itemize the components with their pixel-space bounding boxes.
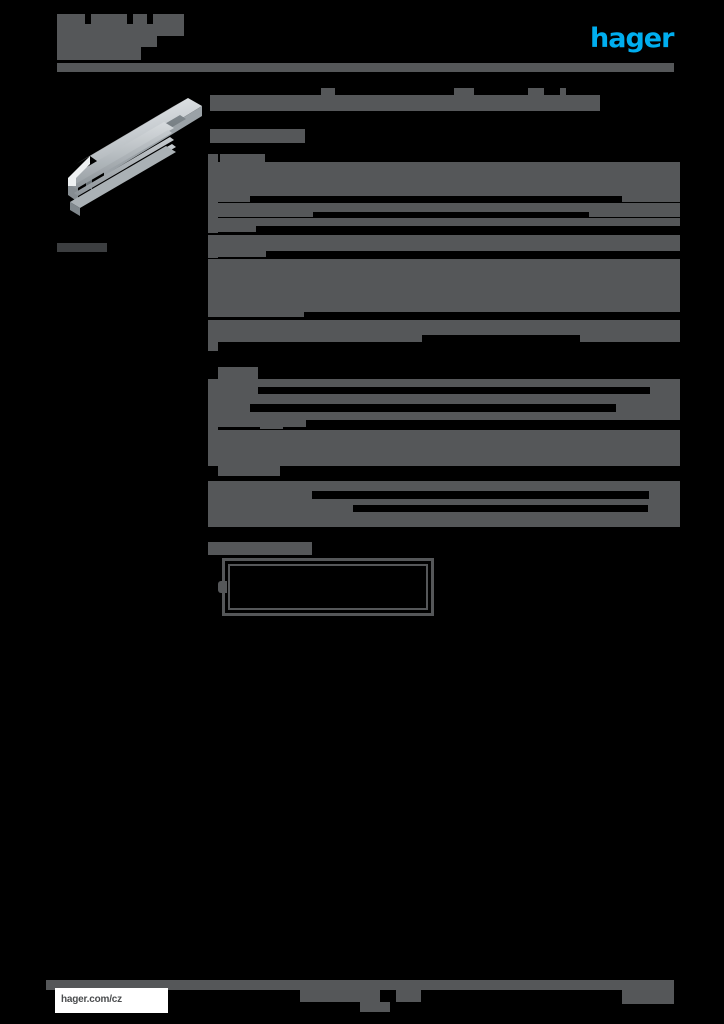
spec-table-packaging [208, 481, 680, 531]
footer-center-text-2 [396, 990, 421, 1002]
spec-table-general [208, 154, 680, 351]
table-row-label [208, 224, 218, 233]
table-row-label [208, 425, 218, 434]
section-label-reference [210, 129, 305, 143]
table-row-label [218, 462, 280, 476]
footer-center-text-3 [360, 1002, 390, 1012]
table-row-label [208, 385, 218, 394]
hager-logo: hager [590, 23, 674, 54]
table-row-label [208, 517, 218, 526]
drawing-clip-tab [218, 581, 227, 593]
table-leader [422, 335, 580, 342]
table-row-label [208, 342, 218, 351]
footer-website-link[interactable]: hager.com/cz [55, 988, 168, 1013]
technical-drawing [208, 548, 446, 626]
table-leader [250, 196, 622, 203]
table-row-label [208, 412, 218, 421]
footer-divider [46, 980, 674, 990]
table-leader [258, 387, 650, 394]
section-label-dimensions [218, 367, 258, 380]
table-row-label [208, 279, 218, 288]
table-row-label [208, 504, 218, 513]
table-leader [266, 251, 680, 259]
section-label-drawing [208, 542, 312, 555]
table-row-label [208, 249, 218, 258]
cable-trunking-product-photo [68, 98, 202, 216]
header-document-title [57, 14, 184, 60]
page-header: hager [0, 0, 724, 80]
table-row-label [208, 399, 218, 408]
table-leader [313, 212, 589, 219]
table-leader [250, 404, 616, 412]
table-row [208, 481, 680, 527]
spec-table-dimensions [208, 367, 680, 481]
table-leader [256, 226, 680, 235]
table-leader [306, 420, 680, 430]
table-row [208, 430, 680, 466]
header-divider [57, 63, 674, 72]
table-leader [304, 312, 680, 320]
table-leader [312, 491, 649, 499]
table-row [234, 226, 240, 232]
footer-page-number [622, 990, 674, 1004]
table-row-label [208, 264, 218, 273]
product-figure [46, 86, 206, 261]
table-leader [353, 505, 648, 512]
footer-website-link-text: hager.com/cz [61, 994, 122, 1005]
table-row-label [208, 490, 218, 499]
table-row-label [208, 326, 218, 335]
footer-center-text [300, 990, 380, 1002]
table-row-label [208, 209, 218, 218]
table-row [208, 154, 218, 168]
table-row [208, 162, 680, 202]
table-row [220, 154, 265, 162]
table-row [208, 259, 680, 317]
table-row-label [208, 194, 218, 203]
product-caption [57, 243, 107, 252]
table-row [260, 420, 283, 429]
page-footer [0, 980, 724, 1024]
drawing-inner-profile [228, 564, 428, 610]
